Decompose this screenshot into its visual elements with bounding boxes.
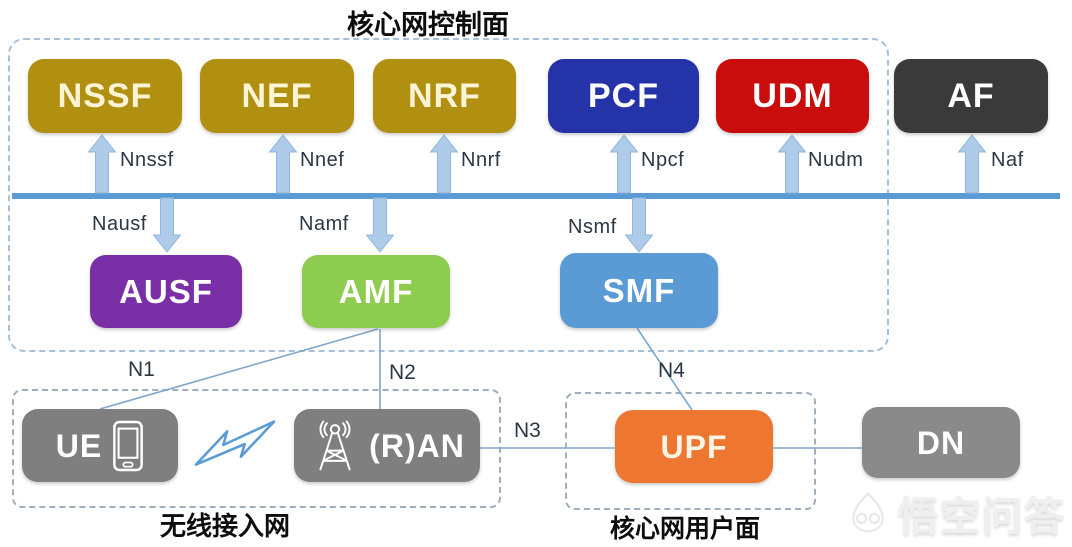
interface-label-nnef: Nnef — [300, 149, 345, 171]
interface-label-naf: Naf — [991, 149, 1024, 171]
watermark: 悟空问答 — [846, 484, 1066, 542]
control-plane-title: 核心网控制面 — [347, 10, 509, 40]
upf-label: UPF — [660, 428, 728, 465]
smf-label: SMF — [602, 272, 676, 309]
node-pcf: PCF — [548, 59, 699, 133]
interface-label-npcf: Npcf — [641, 149, 685, 171]
node-udm: UDM — [716, 59, 869, 133]
interface-label-nudm: Nudm — [808, 149, 864, 171]
interface-label-n3: N3 — [514, 419, 541, 442]
nssf-label: NSSF — [57, 77, 153, 115]
af-label: AF — [947, 77, 995, 115]
udm-label: UDM — [752, 77, 833, 115]
node-smf: SMF — [560, 253, 718, 328]
node-ran: (R)AN — [294, 409, 480, 482]
interface-label-n2: N2 — [389, 361, 416, 384]
interface-label-nsmf: Nsmf — [568, 216, 617, 238]
radio-tower-icon — [319, 419, 351, 470]
node-dn: DN — [862, 407, 1020, 478]
interface-label-n1: N1 — [128, 358, 155, 381]
user-plane-title: 核心网用户面 — [610, 515, 761, 543]
amf-label: AMF — [338, 273, 414, 310]
node-af: AF — [894, 59, 1048, 133]
node-nef: NEF — [200, 59, 354, 133]
node-nssf: NSSF — [28, 59, 182, 133]
interface-label-nnrf: Nnrf — [461, 149, 501, 171]
dn-label: DN — [916, 424, 966, 461]
ran-label: (R)AN — [369, 427, 465, 464]
node-ue: UE — [22, 409, 178, 482]
nef-label: NEF — [241, 77, 313, 115]
interface-label-nnssf: Nnssf — [120, 149, 174, 171]
naf-arrow-icon — [957, 134, 987, 194]
ue-label: UE — [55, 427, 103, 464]
nrf-label: NRF — [408, 77, 481, 115]
node-upf: UPF — [615, 410, 773, 483]
interface-label-n4: N4 — [658, 359, 685, 382]
pcf-label: PCF — [588, 77, 659, 115]
ausf-label: AUSF — [119, 273, 213, 310]
interface-label-nausf: Nausf — [92, 213, 147, 235]
node-ausf: AUSF — [90, 255, 242, 328]
watermark-text: 悟空问答 — [898, 495, 1066, 539]
node-amf: AMF — [302, 255, 450, 328]
wukong-logo-icon — [852, 492, 884, 533]
interface-label-namf: Namf — [299, 213, 349, 235]
node-nrf: NRF — [373, 59, 516, 133]
smartphone-icon — [113, 420, 144, 471]
access-network-title: 无线接入网 — [160, 511, 291, 541]
